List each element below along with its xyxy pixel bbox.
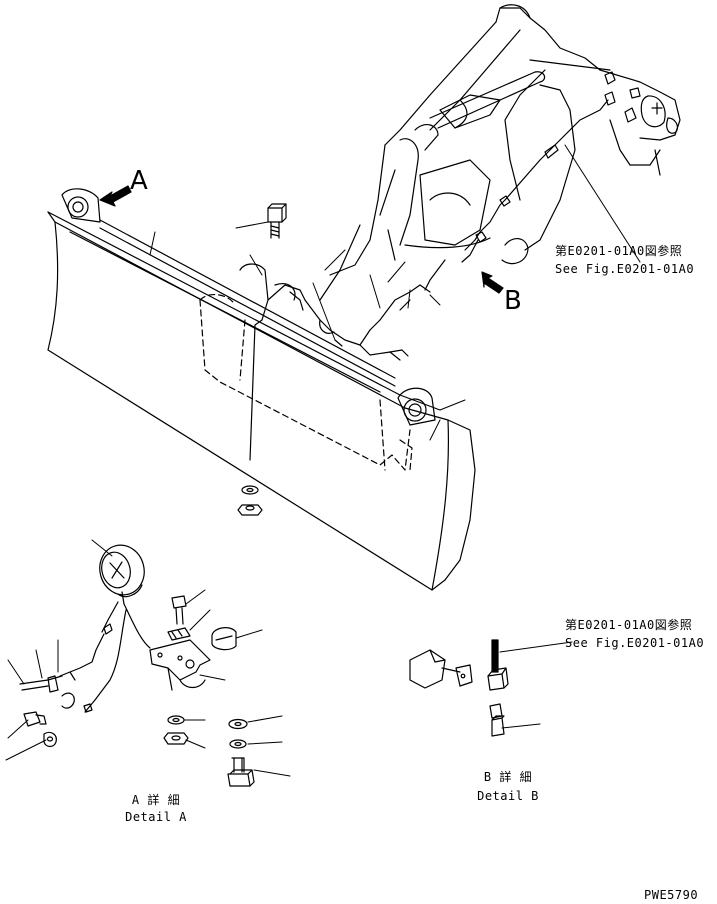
view-arrow-b [482, 272, 503, 293]
detail-a-drawing [6, 540, 290, 786]
detail-a-caption-en: Detail A [125, 810, 187, 824]
reference-top-jp: 第E0201-01A0図参照 [555, 244, 683, 258]
reference-bottom-en: See Fig.E0201-01A0 [565, 636, 705, 650]
view-arrow-a [100, 186, 131, 206]
drawing-number: PWE5790 [644, 888, 699, 902]
detail-b-caption-jp: B 詳 細 [483, 770, 533, 784]
wiring-harness [238, 72, 640, 515]
reference-top-en: See Fig.E0201-01A0 [555, 262, 695, 276]
view-marker-b: B [504, 286, 522, 316]
leader-lines-main [150, 145, 640, 440]
detail-b-drawing [410, 640, 572, 736]
detail-a-caption-jp: A 詳 細 [131, 793, 181, 807]
reference-bottom-jp: 第E0201-01A0図参照 [565, 618, 693, 632]
detail-b-caption-en: Detail B [477, 789, 539, 803]
lift-arm-frame [320, 5, 680, 300]
view-marker-a: A [130, 166, 148, 196]
blade [48, 189, 475, 590]
